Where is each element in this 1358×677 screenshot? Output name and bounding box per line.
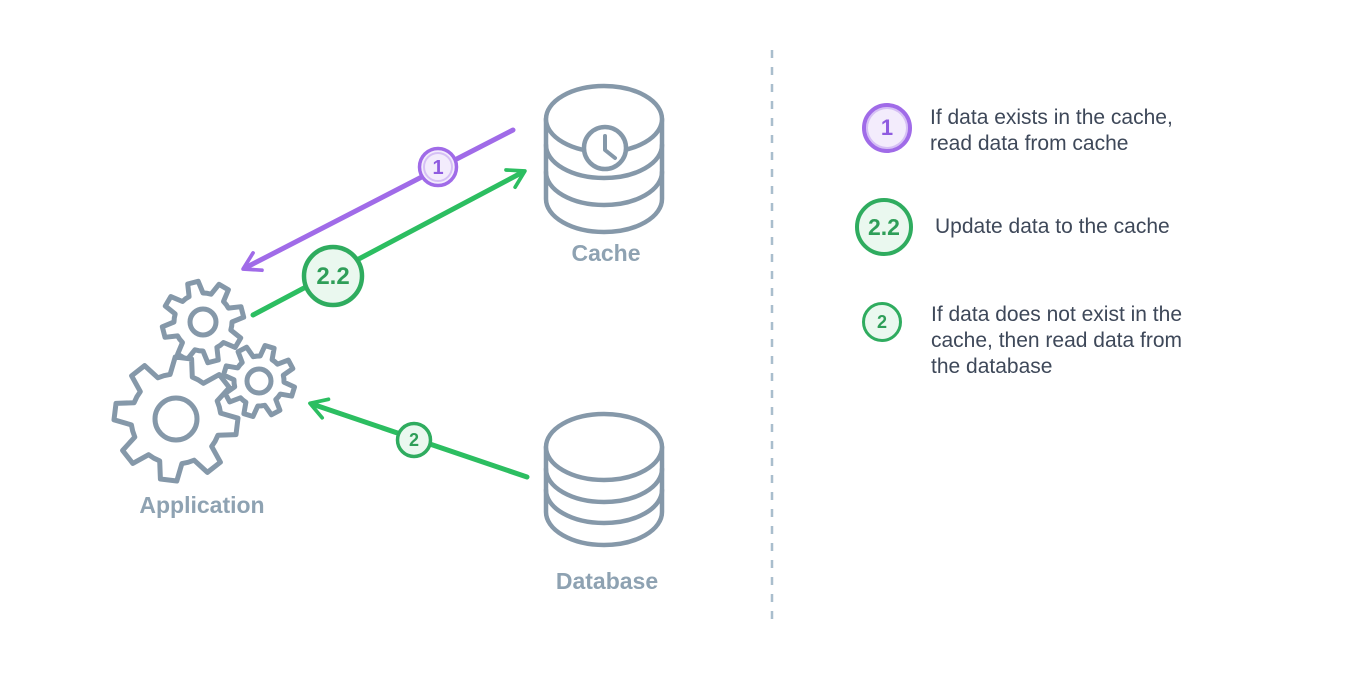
svg-text:2.2: 2.2 bbox=[316, 263, 349, 290]
svg-text:1: 1 bbox=[432, 157, 443, 179]
legend-text-2: If data does not exist in the cache, the… bbox=[931, 303, 1182, 378]
cache-node: Cache bbox=[543, 83, 665, 266]
badge-step-2-2: 2.2 bbox=[301, 244, 365, 308]
arrow-cache-to-application bbox=[241, 127, 516, 273]
svg-text:2: 2 bbox=[409, 430, 419, 450]
database-label: Database bbox=[556, 568, 658, 594]
legend-item-1: 1 If data exists in the cache, read data… bbox=[862, 103, 1173, 157]
legend-badge-1: 1 bbox=[862, 103, 912, 153]
flow-arrows bbox=[241, 127, 530, 480]
legend-text-2-2: Update data to the cache bbox=[935, 215, 1170, 238]
legend-item-2: 2 If data does not exist in the cache, t… bbox=[862, 302, 1182, 380]
badge-step-1: 1 bbox=[417, 146, 459, 188]
legend-badge-2: 2 bbox=[862, 302, 902, 342]
step-badges: 1 2.2 2 bbox=[301, 146, 459, 459]
badge-step-2: 2 bbox=[395, 421, 433, 459]
arrow-application-to-cache bbox=[250, 168, 527, 318]
database-node: Database bbox=[543, 411, 665, 594]
cache-label: Cache bbox=[571, 240, 640, 266]
clock-hands bbox=[603, 134, 617, 160]
legend-item-2-2: 2.2 Update data to the cache bbox=[855, 198, 1170, 256]
legend-badge-2-2: 2.2 bbox=[855, 198, 913, 256]
application-node: Application bbox=[111, 278, 297, 518]
application-label: Application bbox=[139, 492, 264, 518]
database-cylinder-top bbox=[543, 411, 665, 483]
legend-text-1: If data exists in the cache, read data f… bbox=[930, 106, 1173, 155]
